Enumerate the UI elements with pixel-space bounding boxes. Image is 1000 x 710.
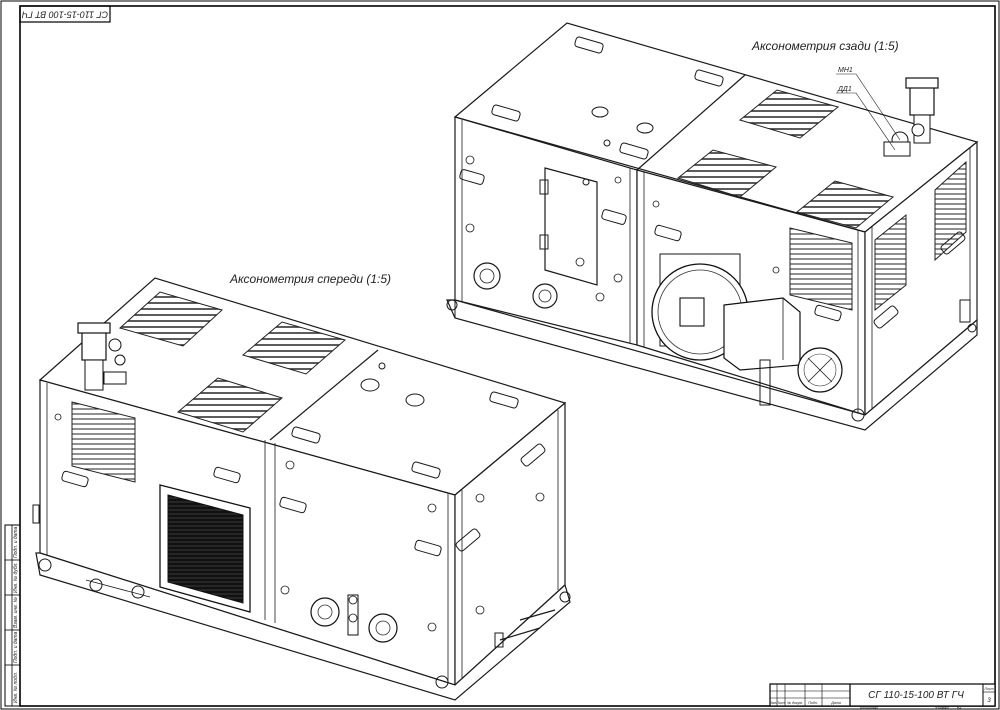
corner-stamp: СГ 110-15-100 ВТ ГЧ bbox=[19, 5, 111, 23]
col-list: Лист bbox=[775, 701, 785, 705]
side-strip-4: Подп. и дата bbox=[13, 631, 19, 663]
corner-stamp-text: СГ 110-15-100 ВТ ГЧ bbox=[21, 10, 108, 20]
side-strip-2: Инв. № дубл. bbox=[13, 562, 19, 593]
rear-view: МН1 ДД1 bbox=[446, 22, 979, 431]
side-strip: Подп. и дата Инв. № дубл. Взам. инв. № П… bbox=[4, 524, 21, 707]
sheet-number: 3 bbox=[987, 698, 991, 704]
col-doc: № докум. bbox=[787, 701, 803, 705]
inner-frame bbox=[19, 5, 996, 707]
col-izm: Изм. bbox=[769, 701, 777, 705]
side-strip-3: Взам. инв. № bbox=[13, 596, 19, 628]
format-label: Формат bbox=[935, 706, 949, 710]
side-strip-5: Инв. № подл. bbox=[13, 672, 19, 703]
copied-label: Копировал bbox=[860, 706, 878, 710]
designation: СГ 110-15-100 ВТ ГЧ bbox=[868, 690, 964, 701]
rear-view-title: Аксонометрия сзади (1:5) bbox=[751, 39, 899, 53]
col-podp: Подп. bbox=[808, 701, 818, 705]
side-strip-1: Подп. и дата bbox=[13, 526, 19, 558]
sheet-label: Лист bbox=[983, 687, 993, 691]
callout-mn1: МН1 bbox=[838, 67, 853, 74]
format-value: А3 bbox=[956, 706, 961, 710]
front-view-title: Аксонометрия спереди (1:5) bbox=[229, 272, 391, 286]
front-view bbox=[32, 277, 571, 701]
title-block: Изм. Лист № докум. Подп. Дата СГ 110-15-… bbox=[769, 683, 996, 707]
callout-dd1: ДД1 bbox=[837, 86, 852, 93]
col-data: Дата bbox=[830, 701, 840, 705]
